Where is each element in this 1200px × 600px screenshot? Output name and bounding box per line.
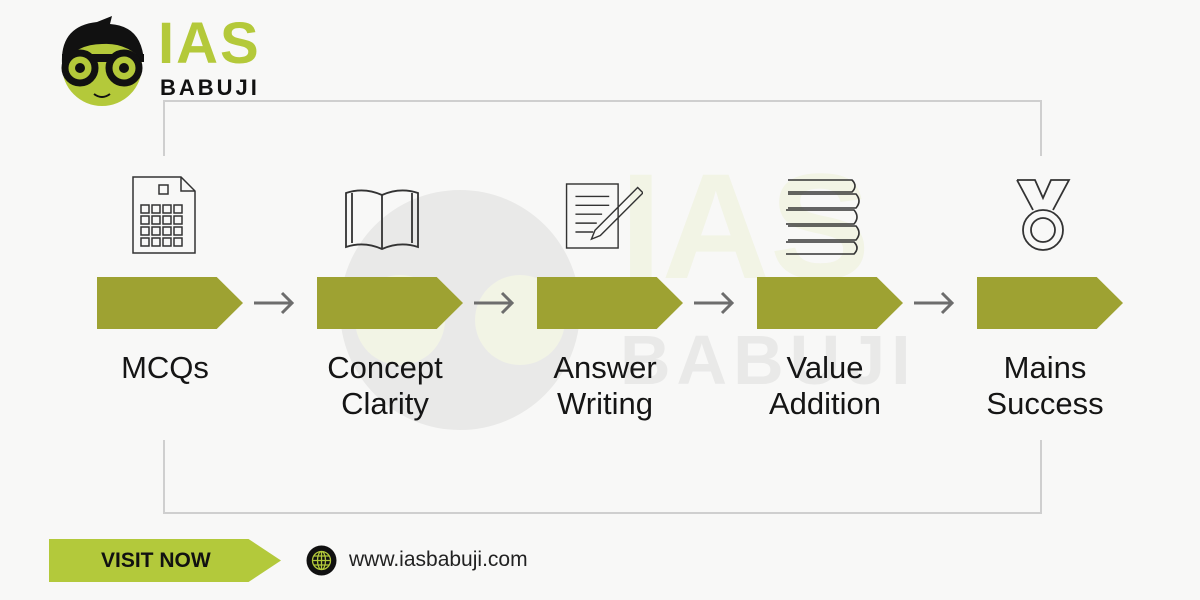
step-label-line1: Answer <box>553 350 657 385</box>
step-label-line2: Writing <box>557 386 653 421</box>
paper-pencil-icon <box>565 183 643 249</box>
step-label-line2: Addition <box>768 386 882 421</box>
book-stack-icon <box>786 179 860 255</box>
frame-right-top <box>1040 100 1042 156</box>
medal-icon <box>1016 179 1071 251</box>
step-label-line1: Concept <box>327 350 443 385</box>
open-book-icon <box>345 189 419 250</box>
watermark-text-babuji: BABUJI <box>620 321 917 399</box>
logo-mascot-icon <box>61 16 144 106</box>
step-arrow-1 <box>97 277 243 329</box>
connector-arrow-icon <box>254 291 295 315</box>
step-label-line2: Success <box>986 386 1104 421</box>
logo-text-ias: IAS <box>158 11 261 76</box>
logo-text-babuji: BABUJI <box>160 75 260 100</box>
step-label-line1: Mains <box>1003 350 1087 385</box>
frame-bottom <box>163 512 1042 514</box>
frame-left-bottom <box>163 440 165 514</box>
step-label-line2: Clarity <box>341 386 429 421</box>
step-label-line1: MCQs <box>121 350 209 385</box>
step-arrow-2 <box>317 277 463 329</box>
step-label-1: MCQs <box>65 350 265 386</box>
frame-top <box>163 100 1041 102</box>
frame-left-top <box>163 100 165 156</box>
visit-now-button[interactable]: VISIT NOW <box>49 539 281 582</box>
website-link[interactable]: www.iasbabuji.com <box>349 548 528 571</box>
step-arrow-4 <box>757 277 903 329</box>
connector-arrow-icon <box>914 291 955 315</box>
mcq-sheet-icon <box>132 176 196 254</box>
connector-arrow-icon <box>474 291 515 315</box>
step-arrow-3 <box>537 277 683 329</box>
globe-icon <box>306 545 337 576</box>
step-arrow-5 <box>977 277 1123 329</box>
step-label-line1: Value <box>786 350 864 385</box>
frame-right-bottom <box>1040 440 1042 514</box>
connector-arrow-icon <box>694 291 735 315</box>
